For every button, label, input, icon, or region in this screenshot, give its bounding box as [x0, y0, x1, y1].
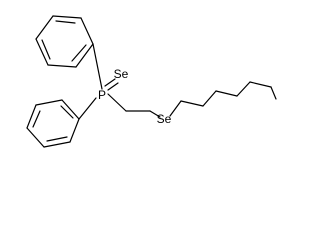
phosphorus-selenium-double-bond	[104, 78, 119, 91]
phosphorus-bonds	[78, 43, 127, 120]
upper-phenyl-ring	[35, 15, 94, 68]
lower-phenyl-ring	[26, 99, 80, 148]
selenium-alkyl-chain	[125, 81, 277, 118]
phosphorus-atom-label: P	[98, 88, 106, 102]
selenium-atom-label: Se	[114, 67, 129, 81]
chemical-structure-diagram: Se P Se	[26, 15, 277, 148]
chain-selenium-atom-label: Se	[157, 112, 172, 126]
